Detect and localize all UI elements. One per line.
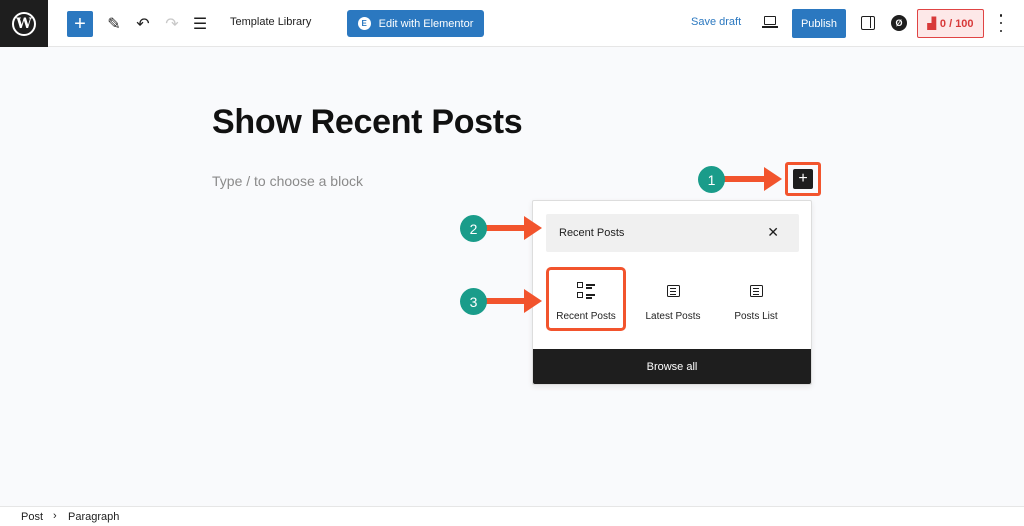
add-block-button[interactable]: + bbox=[785, 162, 821, 196]
publish-button[interactable]: Publish bbox=[792, 9, 846, 38]
annotation-badge-3: 3 bbox=[460, 288, 487, 315]
more-options-icon[interactable] bbox=[998, 14, 1004, 32]
template-library-button[interactable]: Template Library bbox=[230, 16, 312, 28]
wordpress-logo-button[interactable]: W bbox=[0, 0, 48, 47]
plugin-icon[interactable]: Ø bbox=[891, 15, 907, 31]
settings-sidebar-icon[interactable] bbox=[861, 16, 875, 30]
seo-score-value: 0 / 100 bbox=[939, 17, 974, 30]
posts-list-result[interactable]: Posts List bbox=[716, 267, 796, 331]
breadcrumb-post[interactable]: Post bbox=[21, 511, 44, 523]
block-placeholder[interactable]: Type / to choose a block bbox=[212, 173, 363, 189]
undo-icon[interactable]: ↶ bbox=[136, 16, 150, 33]
elementor-icon: E bbox=[357, 17, 371, 30]
score-icon: ▟ bbox=[927, 18, 936, 30]
annotation-badge-2: 2 bbox=[460, 215, 487, 242]
list-view-icon[interactable]: ☰ bbox=[192, 16, 208, 33]
plus-icon: + bbox=[793, 169, 813, 189]
latest-posts-result[interactable]: Latest Posts bbox=[633, 267, 713, 331]
block-inserter-toggle[interactable]: + bbox=[67, 11, 93, 37]
editor-toolbar: W + ✎ ↶ ↷ ☰ Template Library E Edit with… bbox=[0, 0, 1024, 47]
block-inserter-popover: Recent Posts ✕ Recent Posts Latest Posts bbox=[532, 200, 812, 385]
block-search-input[interactable]: Recent Posts ✕ bbox=[546, 214, 799, 252]
list-icon bbox=[749, 285, 763, 297]
browse-all-button[interactable]: Browse all bbox=[533, 349, 811, 384]
preview-laptop-icon[interactable] bbox=[762, 16, 778, 28]
annotation-arrow-2 bbox=[482, 216, 542, 240]
chevron-right-icon: › bbox=[53, 510, 57, 522]
redo-icon[interactable]: ↷ bbox=[165, 16, 179, 33]
annotation-arrow-1 bbox=[720, 167, 782, 191]
breadcrumb-paragraph[interactable]: Paragraph bbox=[68, 511, 120, 523]
save-draft-button[interactable]: Save draft bbox=[691, 16, 742, 28]
list-icon bbox=[666, 285, 680, 297]
elementor-button-label: Edit with Elementor bbox=[378, 17, 474, 30]
result-label: Posts List bbox=[734, 311, 778, 322]
edit-with-elementor-button[interactable]: E Edit with Elementor bbox=[347, 10, 484, 37]
pencil-icon[interactable]: ✎ bbox=[107, 16, 121, 33]
clear-search-icon[interactable]: ✕ bbox=[767, 224, 779, 240]
seo-score-button[interactable]: ▟ 0 / 100 bbox=[917, 9, 984, 38]
annotation-badge-1: 1 bbox=[698, 166, 725, 193]
annotation-arrow-3 bbox=[482, 289, 542, 313]
result-label: Latest Posts bbox=[645, 311, 701, 322]
recent-posts-result[interactable]: Recent Posts bbox=[546, 267, 626, 331]
post-title[interactable]: Show Recent Posts bbox=[212, 103, 523, 141]
block-breadcrumb-bar: Post › Paragraph bbox=[0, 506, 1024, 526]
wordpress-icon: W bbox=[12, 11, 36, 36]
result-label: Recent Posts bbox=[556, 311, 616, 322]
search-value: Recent Posts bbox=[559, 227, 625, 239]
recent-posts-icon bbox=[576, 281, 596, 301]
